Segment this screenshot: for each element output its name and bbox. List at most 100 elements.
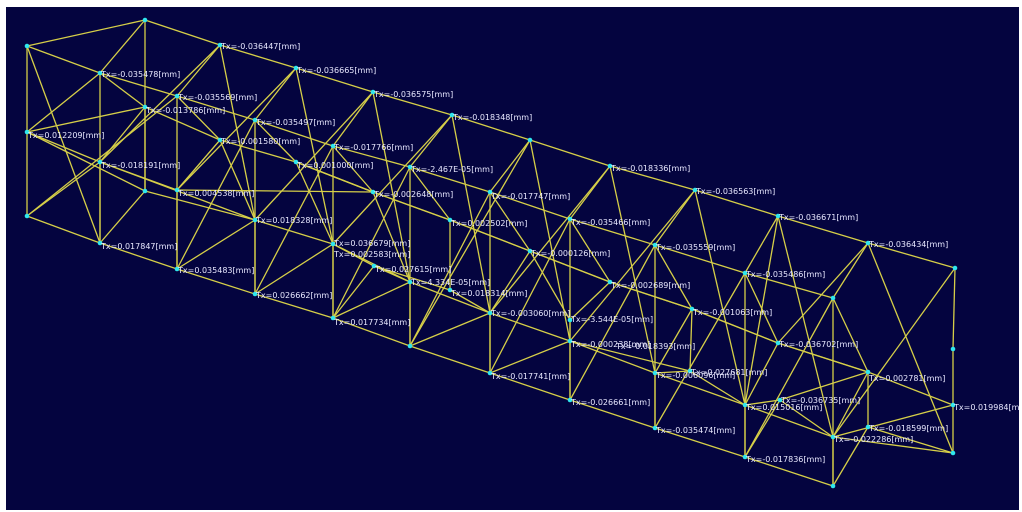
displacement-label: Tx=0.002781[mm] xyxy=(868,374,945,383)
truss-member xyxy=(26,106,146,133)
truss-node[interactable] xyxy=(370,189,376,195)
displacement-label: Tx=0.027615[mm] xyxy=(374,265,451,274)
displacement-label: Tx=-0.002648[mm] xyxy=(373,190,453,199)
truss-node[interactable] xyxy=(777,397,783,403)
truss-node[interactable] xyxy=(293,159,299,165)
truss-node[interactable] xyxy=(447,217,453,223)
truss-node[interactable] xyxy=(830,483,836,489)
truss-node[interactable] xyxy=(252,291,258,297)
truss-node[interactable] xyxy=(652,425,658,431)
truss-node[interactable] xyxy=(252,117,258,123)
truss-node[interactable] xyxy=(217,42,223,48)
truss-node[interactable] xyxy=(447,287,453,293)
truss-node[interactable] xyxy=(174,187,180,193)
truss-node[interactable] xyxy=(742,454,748,460)
truss-node[interactable] xyxy=(742,402,748,408)
displacement-label: Tx=-0.017836[mm] xyxy=(745,455,825,464)
truss-node[interactable] xyxy=(775,340,781,346)
truss-node[interactable] xyxy=(142,188,148,194)
displacement-label: Tx=-2.467E-05[mm] xyxy=(410,165,493,174)
truss-node[interactable] xyxy=(567,397,573,403)
truss-member xyxy=(332,317,411,347)
truss-node[interactable] xyxy=(687,368,693,374)
truss-node[interactable] xyxy=(371,263,377,269)
truss-node[interactable] xyxy=(950,450,956,456)
truss-node[interactable] xyxy=(830,434,836,440)
truss-node[interactable] xyxy=(952,265,958,271)
truss-node[interactable] xyxy=(330,315,336,321)
truss-node[interactable] xyxy=(689,306,695,312)
displacement-label: Tx=-0.036735[mm] xyxy=(780,396,860,405)
displacement-label: Tx=0.017847[mm] xyxy=(100,242,177,251)
truss-node[interactable] xyxy=(407,279,413,285)
truss-node[interactable] xyxy=(652,242,658,248)
truss-node[interactable] xyxy=(370,89,376,95)
displacement-label: Tx=-0.001580[mm] xyxy=(220,137,300,146)
truss-member xyxy=(295,161,374,193)
truss-member xyxy=(295,161,334,245)
truss-node[interactable] xyxy=(142,104,148,110)
truss-node[interactable] xyxy=(407,164,413,170)
truss-node[interactable] xyxy=(449,112,455,118)
displacement-label: Tx=-0.001063[mm] xyxy=(692,308,772,317)
truss-node[interactable] xyxy=(567,216,573,222)
truss-node[interactable] xyxy=(830,295,836,301)
truss-member xyxy=(176,189,374,193)
truss-member xyxy=(332,91,374,147)
truss-node[interactable] xyxy=(950,346,956,352)
truss-node[interactable] xyxy=(487,189,493,195)
displacement-label: Tx=-0.018336[mm] xyxy=(610,164,690,173)
truss-node[interactable] xyxy=(950,402,956,408)
truss-node[interactable] xyxy=(527,248,533,254)
truss-member xyxy=(744,456,834,487)
truss-member xyxy=(176,119,256,270)
truss-node[interactable] xyxy=(487,370,493,376)
displacement-label: Tx=-0.035497[mm] xyxy=(255,118,335,127)
truss-node[interactable] xyxy=(174,93,180,99)
truss-member xyxy=(529,139,611,167)
truss-node[interactable] xyxy=(24,43,30,49)
truss-node[interactable] xyxy=(607,163,613,169)
displacement-label: Tx=-0.035486[mm] xyxy=(745,270,825,279)
truss-node[interactable] xyxy=(865,240,871,246)
truss-node[interactable] xyxy=(97,159,103,165)
truss-member xyxy=(372,191,411,283)
truss-node[interactable] xyxy=(252,217,258,223)
truss-node[interactable] xyxy=(24,213,30,219)
truss-member xyxy=(744,404,834,438)
truss-node[interactable] xyxy=(865,424,871,430)
truss-model-canvas[interactable]: Tx=-0.036447[mm]Tx=-0.035478[mm]Tx=-0.03… xyxy=(6,7,1019,510)
truss-node[interactable] xyxy=(24,129,30,135)
truss-node[interactable] xyxy=(487,310,493,316)
truss-node[interactable] xyxy=(142,17,148,23)
truss-node[interactable] xyxy=(652,370,658,376)
truss-node[interactable] xyxy=(330,143,336,149)
truss-node[interactable] xyxy=(97,240,103,246)
truss-member xyxy=(832,267,956,438)
truss-node[interactable] xyxy=(217,137,223,143)
truss-member xyxy=(372,91,411,283)
truss-member xyxy=(26,72,101,133)
truss-node[interactable] xyxy=(407,343,413,349)
truss-node[interactable] xyxy=(174,266,180,272)
truss-node[interactable] xyxy=(567,338,573,344)
truss-member xyxy=(867,426,954,454)
truss-node[interactable] xyxy=(607,279,613,285)
truss-member xyxy=(569,399,656,429)
truss-node[interactable] xyxy=(567,317,573,323)
truss-member xyxy=(744,272,834,299)
truss-member xyxy=(254,67,297,121)
displacement-label: Tx=-0.036434[mm] xyxy=(868,240,948,249)
truss-node[interactable] xyxy=(692,187,698,193)
truss-node[interactable] xyxy=(527,137,533,143)
truss-node[interactable] xyxy=(742,270,748,276)
truss-member xyxy=(832,297,869,373)
truss-node[interactable] xyxy=(293,65,299,71)
truss-node[interactable] xyxy=(865,369,871,375)
truss-node[interactable] xyxy=(97,70,103,76)
truss-node[interactable] xyxy=(775,213,781,219)
truss-node[interactable] xyxy=(330,241,336,247)
displacement-label: Tx=-0.018348[mm] xyxy=(452,113,532,122)
displacement-label: Tx=-0.035474[mm] xyxy=(655,426,735,435)
